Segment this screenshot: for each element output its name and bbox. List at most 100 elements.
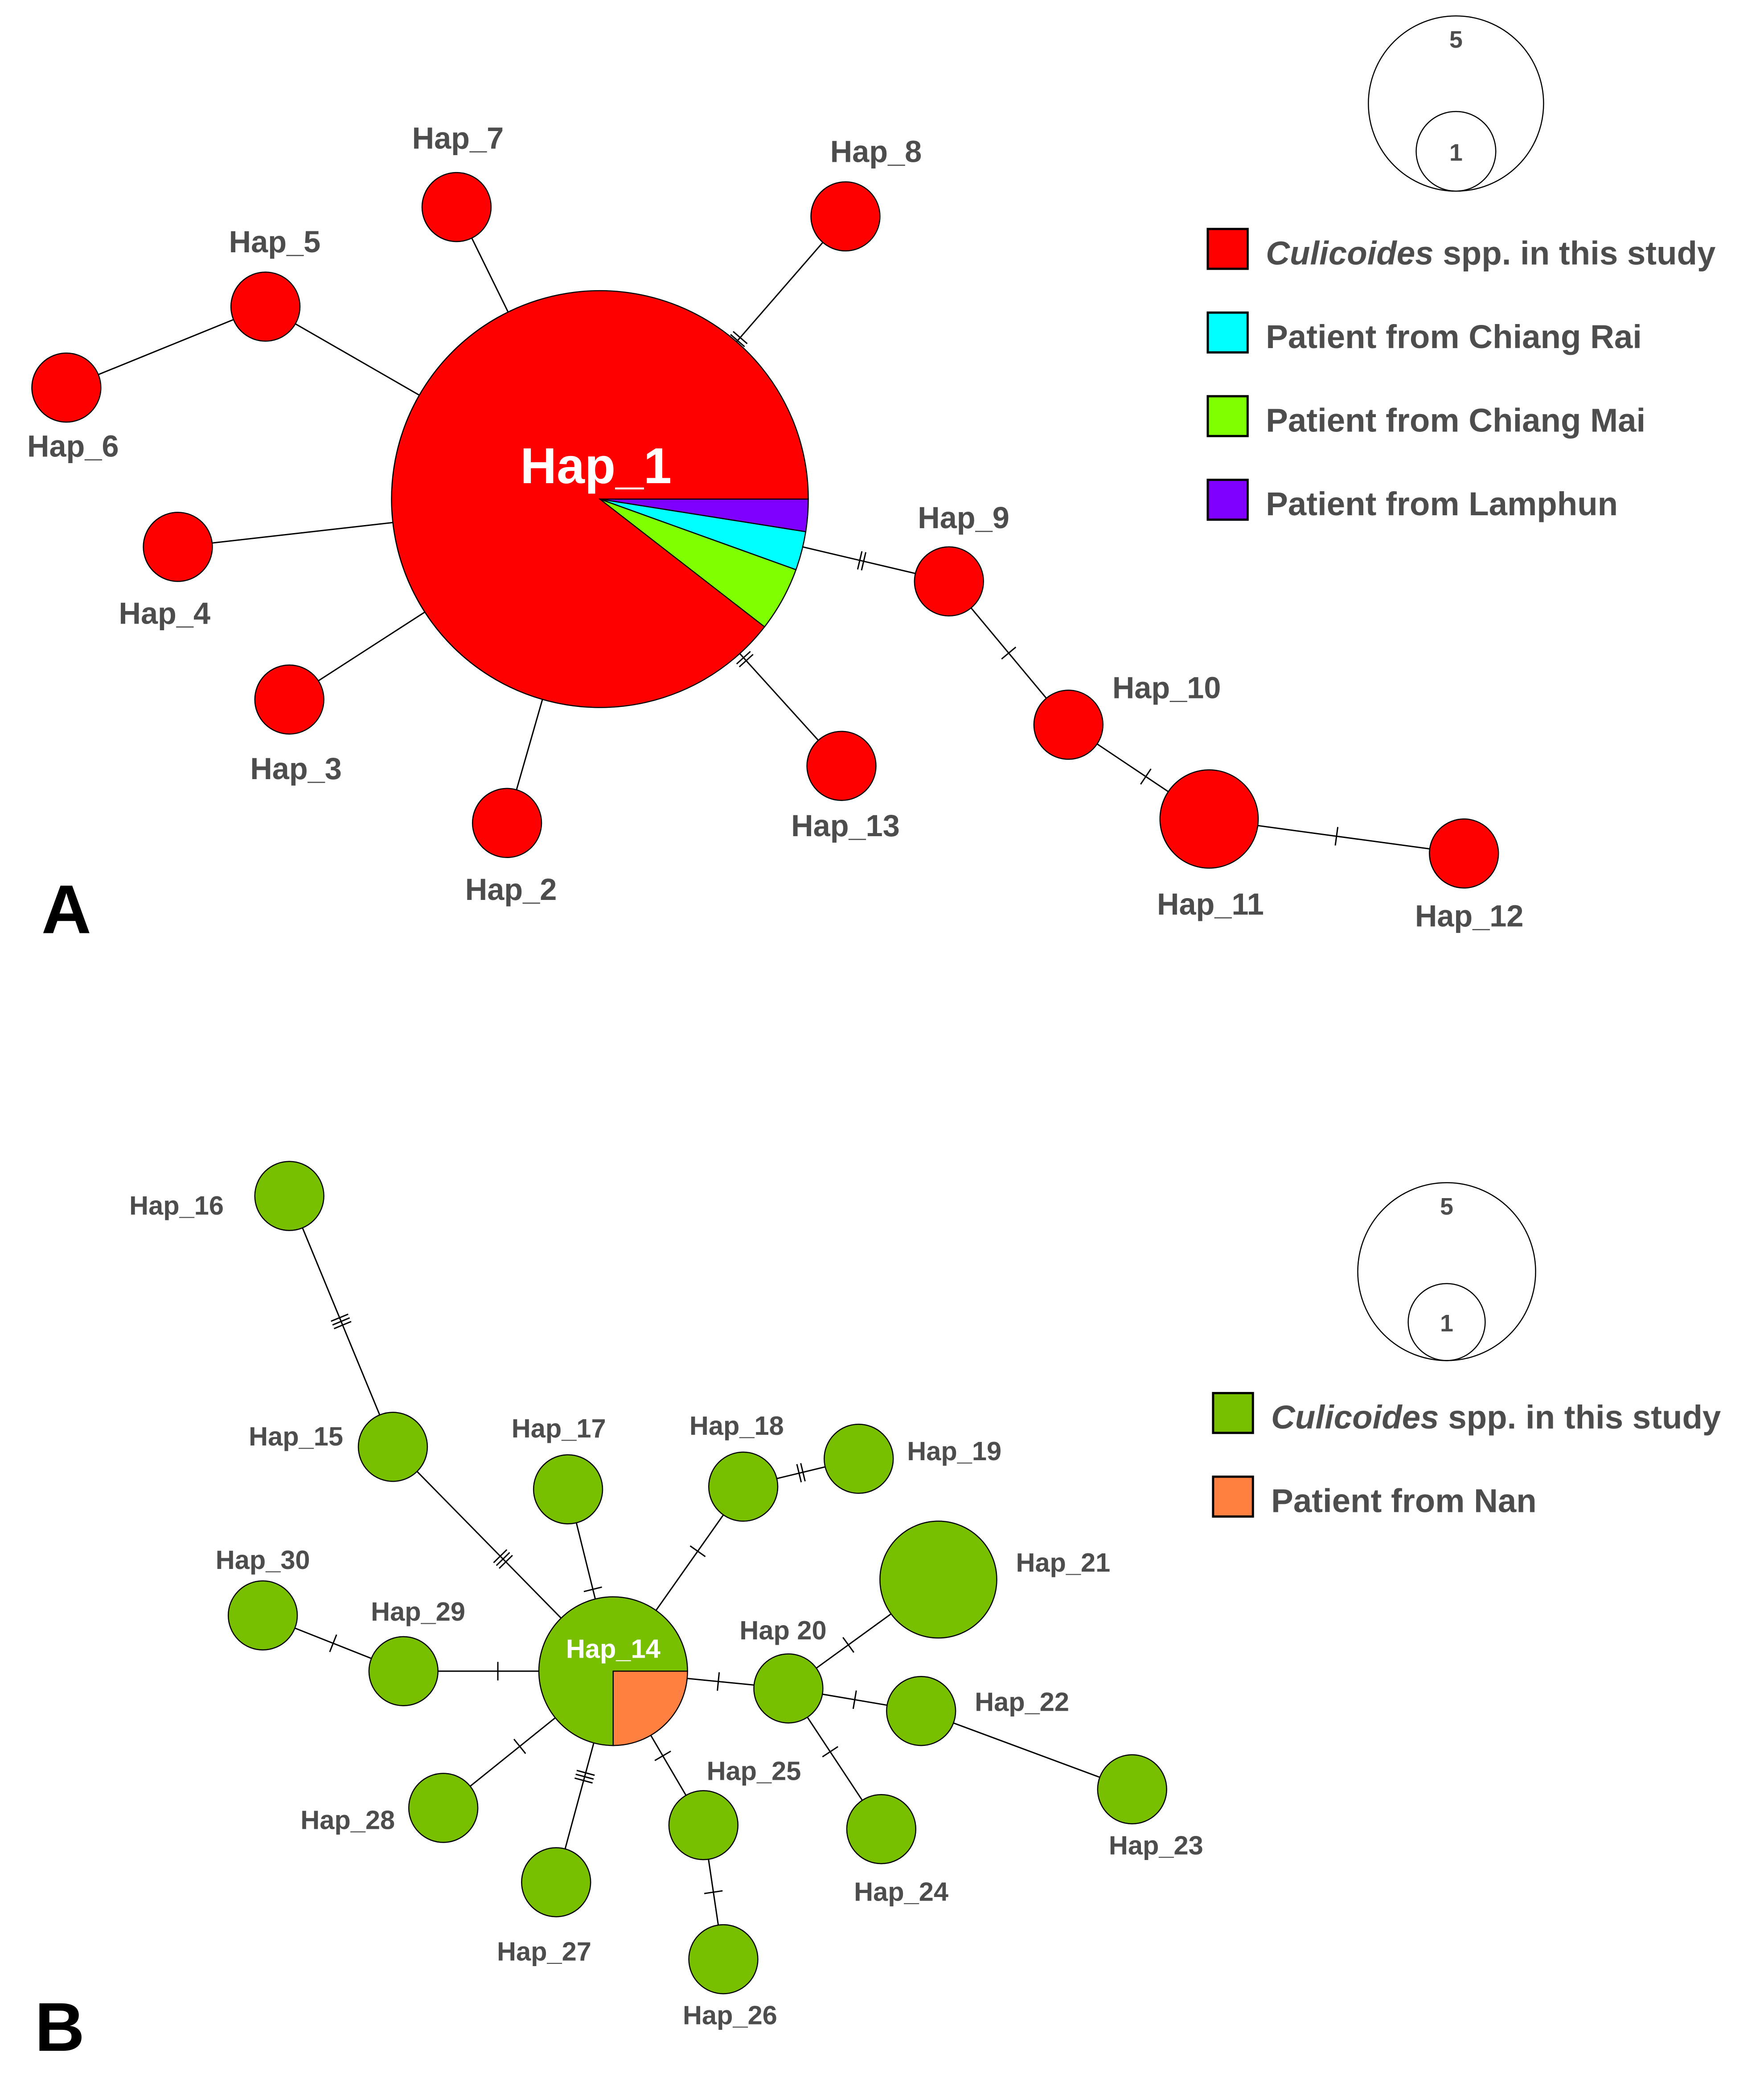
haplotype-label: Hap_17 [512,1413,606,1443]
haplotype-label: Hap_25 [707,1756,801,1786]
mutation-tick [730,334,745,347]
haplotype-node [1097,1754,1167,1825]
haplotype-node [879,1520,997,1639]
haplotype-node [1033,690,1104,760]
mutation-tick [498,1555,513,1569]
haplotype-node [408,1773,479,1843]
haplotype-node [824,1424,894,1494]
scale-circle-small [1415,111,1497,192]
haplotype-label: Hap_15 [249,1421,343,1451]
haplotype-node [357,1412,428,1482]
haplotype-node [1159,769,1259,869]
mutation-tick [583,1586,602,1593]
haplotype-label: Hap_12 [1415,899,1524,933]
scale-label-small: 1 [1449,139,1463,166]
mutation-tick [1001,646,1017,660]
mutation-tick [736,651,751,665]
haplotype-node [230,271,301,342]
mutation-tick [852,1690,857,1709]
haplotype-label: Hap_18 [689,1411,784,1441]
scale-circle-small [1407,1283,1486,1361]
hub-pie-hap-1 [391,290,809,708]
haplotype-label: Hap_6 [27,429,119,463]
mutation-tick [717,1672,720,1691]
haplotype-label: Hap_13 [791,809,900,843]
mutation-tick [1140,768,1152,785]
legend-swatch [1212,1392,1254,1434]
haplotype-label: Hap_29 [371,1597,465,1626]
haplotype-node [227,1580,298,1651]
haplotype-label: Hap_23 [1109,1830,1203,1860]
haplotype-node [1429,818,1499,889]
haplotype-label: Hap_9 [918,501,1009,535]
haplotype-label: Hap_3 [250,751,342,786]
haplotype-node [810,181,881,252]
haplotype-label: Hap_5 [229,225,321,259]
legend-label: Culicoides spp. in this study [1271,1399,1721,1436]
haplotype-label: Hap_22 [975,1687,1069,1717]
mutation-tick [800,1463,806,1482]
haplotype-node [753,1653,824,1724]
mutation-tick [575,1774,594,1780]
haplotype-node [421,172,492,242]
pie-slice [599,498,809,533]
panel-letter-a: A [41,871,91,948]
legend-label: Patient from Chiang Mai [1266,402,1645,439]
haplotype-label: Hap_4 [119,596,210,631]
legend-swatch [1212,1475,1254,1518]
haplotype-node [806,731,877,801]
network-edge [921,1710,1132,1790]
mutation-tick [331,1314,349,1322]
mutation-tick [493,1549,508,1563]
haplotype-label: Hap_21 [1016,1548,1110,1577]
haplotype-node [886,1675,956,1746]
pie-slice [612,1671,688,1746]
mutation-tick [842,1637,854,1653]
haplotype-node [254,664,324,735]
haplotype-label: Hap_7 [412,121,504,156]
size-scale-key: 51 [1357,1182,1536,1361]
mutation-tick [733,331,748,345]
haplotype-label: Hap_11 [1157,887,1264,921]
mutation-tick [333,1321,352,1330]
mutation-tick [654,1750,671,1762]
legend-label: Patient from Nan [1271,1482,1537,1519]
mutation-tick [1334,827,1339,846]
haplotype-node [254,1161,324,1231]
legend-swatch [1206,311,1249,354]
haplotype-label: Hap_8 [830,134,922,168]
haplotype-label: Hap_30 [216,1545,310,1575]
haplotype-node [668,1790,739,1860]
haplotype-node [533,1454,603,1524]
legend-label: Culicoides spp. in this study [1266,234,1715,271]
mutation-tick [738,654,754,668]
pie-slice [599,498,797,628]
scale-label-large: 5 [1449,26,1463,53]
pie-slice [538,1596,688,1746]
hub-pie-hap-14 [538,1596,688,1746]
legend-label: Patient from Lamphun [1266,485,1618,522]
haplotype-node [31,352,102,423]
haplotype-label: Hap_10 [1112,670,1221,705]
mutation-tick [796,1464,802,1482]
legend-swatch [1206,395,1249,437]
haplotype-label: Hap_2 [465,872,557,907]
mutation-tick [574,1777,593,1784]
mutation-tick [689,1545,706,1557]
panel-letter-b: B [35,1988,85,2065]
size-scale-key: 51 [1368,15,1544,192]
haplotype-label: Hap 20 [739,1615,826,1645]
mutation-tick [576,1770,595,1776]
legend-swatch [1206,228,1249,270]
haplotype-node [688,1924,759,1995]
mutation-tick [332,1317,350,1326]
haplotype-label: Hap_16 [129,1191,224,1220]
legend-swatch [1206,479,1249,521]
haplotype-node [368,1636,439,1706]
haplotype-node [914,546,984,617]
hub-label-hap-14: Hap_14 [566,1634,660,1664]
mutation-tick [822,1746,838,1757]
